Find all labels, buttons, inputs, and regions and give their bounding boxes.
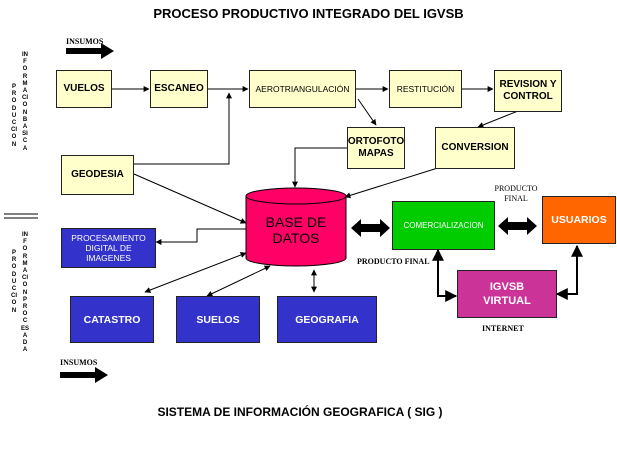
arrow-base-catastro — [144, 252, 247, 293]
node-vuelos: VUELOS — [56, 70, 112, 108]
arrow-geodesia-aerotri — [134, 92, 232, 165]
label-internet: INTERNET — [482, 324, 524, 333]
big-double-arrow-comercializacion-usuarios-icon — [498, 217, 537, 235]
label-producto-final-bottom: PRODUCTO FINAL — [357, 257, 430, 266]
node-ortofoto-mapas: ORTOFOTO MAPAS — [347, 127, 405, 169]
node-restitucion: RESTITUCIÓN — [389, 70, 462, 108]
node-geodesia: GEODESIA — [61, 155, 134, 195]
node-catastro: CATASTRO — [70, 296, 154, 343]
side-text-lower-right: INFORMACION PROCESADA — [21, 232, 30, 354]
insumos-bottom-label: INSUMOS — [60, 358, 98, 367]
arrow-base-suelos — [206, 265, 271, 297]
arrow-conversion-base — [344, 166, 442, 199]
arrow-revision-conversion — [477, 110, 519, 128]
footer-title: SISTEMA DE INFORMACIÓN GEOGRAFICA ( SIG … — [157, 405, 443, 419]
node-escaneo: ESCANEO — [150, 70, 208, 108]
arrow-base-procesamiento — [155, 228, 246, 245]
arrow-geodesia-base — [133, 173, 247, 224]
node-base-datos: BASE DE DATOS — [265, 214, 327, 246]
arrow-ortofoto-base — [292, 147, 347, 188]
arrow-aerotri-ortofoto — [357, 98, 377, 126]
node-geografia: GEOGRAFIA — [277, 296, 377, 343]
big-double-arrow-base-comercializacion-icon — [351, 219, 390, 237]
arrow-comercializacion-igvsb — [432, 248, 458, 302]
node-comercializacion: COMERCIALIZACION — [392, 201, 495, 250]
page-title: PROCESO PRODUCTIVO INTEGRADO DEL IGVSB — [153, 6, 464, 21]
node-aerotriangulacion: AEROTRIANGULACIÓN — [249, 70, 356, 108]
side-text-lower-left: PRODUCCION — [11, 250, 17, 314]
node-igvsb-virtual: IGVSB VIRTUAL — [457, 270, 557, 318]
node-conversion: CONVERSION — [435, 127, 515, 169]
insumos-bottom-arrow-icon — [60, 367, 108, 383]
arrow-igvsb-usuarios — [555, 244, 583, 300]
node-procesamiento-digital: PROCESAMIENTO DIGITAL DE IMAGENES — [61, 228, 156, 268]
insumos-top-arrow-icon — [66, 43, 114, 59]
side-text-upper-left: PRODUCCION — [11, 84, 17, 148]
side-text-upper-right: INFORMACION BASICA — [22, 52, 28, 152]
insumos-top-label: INSUMOS — [66, 37, 104, 46]
node-suelos: SUELOS — [176, 296, 260, 343]
node-revision-control: REVISION Y CONTROL — [494, 70, 562, 112]
database-cylinder-icon — [245, 187, 347, 267]
label-producto-final-top: PRODUCTO FINAL — [494, 184, 538, 203]
node-usuarios: USUARIOS — [542, 196, 616, 244]
